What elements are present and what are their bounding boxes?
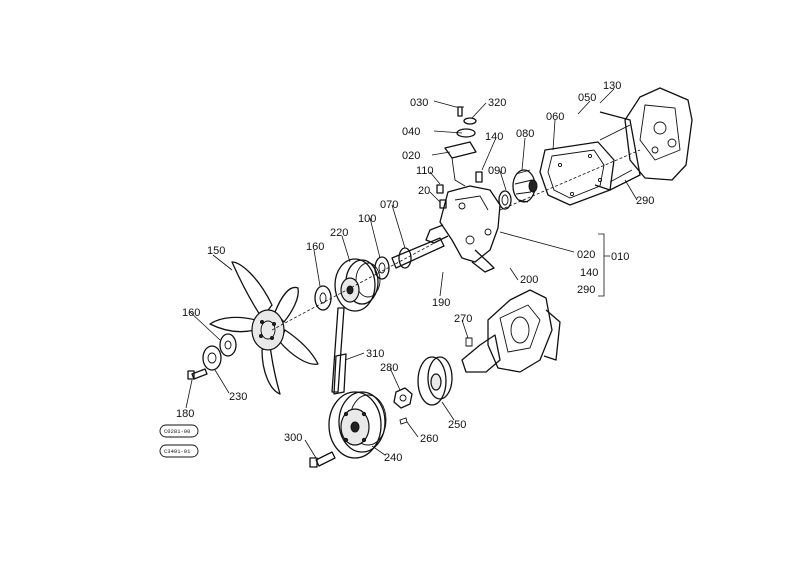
stamp-line-1: C0281-00	[164, 428, 190, 435]
stamp-line-2: C3491-01	[164, 448, 191, 455]
bolt-180	[187, 368, 208, 380]
callout-310: 310	[366, 348, 384, 360]
callout-140a: 140	[485, 131, 503, 143]
callout-numbers: 030 320 130 050 040 140 080 060 020 110 …	[176, 80, 654, 464]
callout-160a: 160	[306, 241, 324, 253]
callout-020c: 020	[577, 249, 595, 261]
water-pump-body	[425, 106, 501, 273]
callout-180: 180	[176, 408, 194, 420]
callout-220: 220	[330, 227, 348, 239]
callout-200: 200	[520, 274, 538, 286]
callout-240: 240	[384, 452, 402, 464]
gear-250	[417, 356, 453, 406]
crank-pulley-240	[328, 391, 387, 459]
pump-pulley-220	[334, 258, 381, 312]
callout-290a: 290	[636, 195, 654, 207]
nut-280	[393, 387, 413, 409]
callout-040: 040	[402, 126, 420, 138]
callout-130: 130	[603, 80, 621, 92]
callout-270: 270	[454, 313, 472, 325]
callout-070: 070	[380, 199, 398, 211]
callout-230: 230	[229, 391, 247, 403]
callout-050: 050	[578, 92, 596, 104]
callout-leaders	[185, 88, 641, 459]
rear-housing	[594, 87, 693, 191]
callout-010: 010	[611, 251, 629, 263]
callout-080: 080	[516, 128, 534, 140]
callout-100: 100	[358, 213, 376, 225]
callout-110: 110	[416, 165, 434, 177]
callout-060: 060	[546, 111, 564, 123]
callout-280: 280	[380, 362, 398, 374]
gasket-060	[539, 141, 615, 206]
callout-150: 150	[207, 245, 225, 257]
callout-260: 260	[420, 433, 438, 445]
callout-160b: 160	[182, 307, 200, 319]
impeller-080	[512, 169, 538, 203]
spacer-160b	[219, 333, 237, 357]
pump-shaft-070	[374, 237, 445, 280]
callout-190: 190	[432, 297, 450, 309]
callout-090: 090	[488, 165, 506, 177]
crankshaft	[461, 289, 561, 373]
callout-140b: 140	[580, 267, 598, 279]
callout-020b: 20	[418, 185, 430, 197]
seal-090	[498, 190, 512, 210]
callout-290b: 290	[577, 284, 595, 296]
callout-030: 030	[410, 97, 428, 109]
callout-320: 320	[488, 97, 506, 109]
fan-belt-310	[331, 307, 347, 395]
reference-stamp: C0281-00 C3491-01	[159, 424, 199, 458]
callout-250: 250	[448, 419, 466, 431]
cooling-fan-150	[209, 261, 319, 395]
spacer-160a	[314, 285, 332, 311]
bolt-300	[309, 451, 336, 468]
flange-230	[202, 345, 222, 371]
callout-020a: 020	[402, 150, 420, 162]
callout-300: 300	[284, 432, 302, 444]
key-260	[399, 417, 408, 425]
